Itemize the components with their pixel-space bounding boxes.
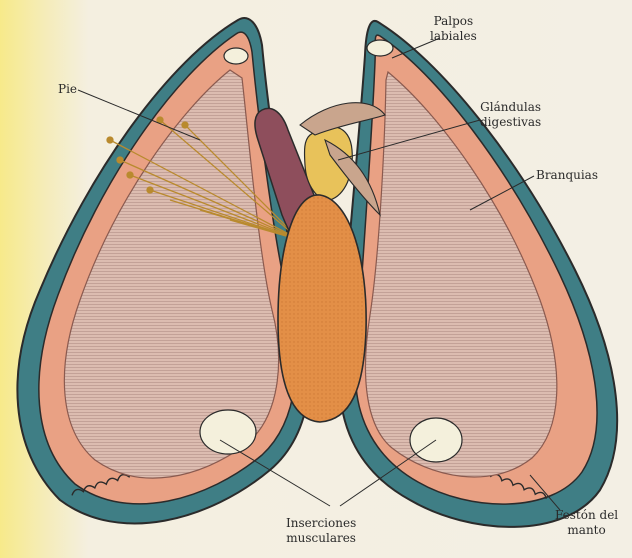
label-feston-line2: manto: [555, 523, 618, 538]
label-pie: Pie: [58, 82, 77, 97]
label-glandulas-line1: Glándulas: [480, 100, 541, 115]
label-branquias: Branquias: [536, 168, 598, 183]
label-palpos-line1: Palpos: [430, 14, 477, 29]
label-glandulas-line2: digestivas: [480, 115, 541, 130]
right-muscle-scar-small: [367, 40, 393, 56]
label-palpos-line2: labiales: [430, 29, 477, 44]
label-inserciones-musculares: Inserciones musculares: [286, 516, 356, 546]
right-valve: [339, 21, 617, 527]
label-palpos-labiales: Palpos labiales: [430, 14, 477, 44]
label-glandulas-digestivas: Glándulas digestivas: [480, 100, 541, 130]
label-inserciones-line1: Inserciones: [286, 516, 356, 531]
label-feston-del-manto: Festón del manto: [555, 508, 618, 538]
label-inserciones-line2: musculares: [286, 531, 356, 546]
left-muscle-scar-small: [224, 48, 248, 64]
left-muscle-scar-large: [200, 410, 256, 454]
label-feston-line1: Festón del: [555, 508, 618, 523]
